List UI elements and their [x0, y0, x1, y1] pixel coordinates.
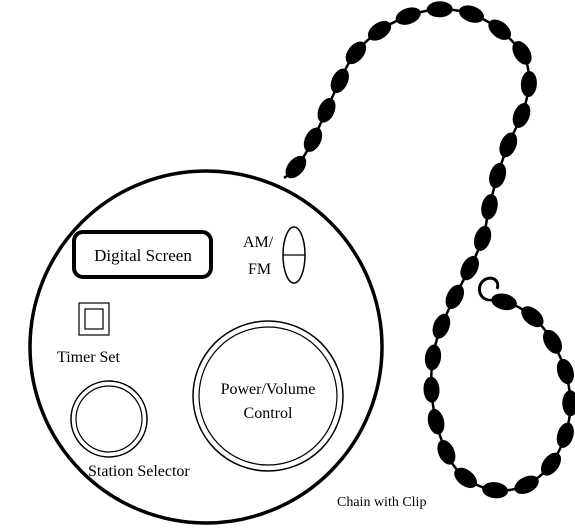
chain-link	[543, 329, 562, 354]
chain-link	[491, 293, 517, 311]
chain-link	[460, 255, 479, 281]
chain-link	[423, 376, 440, 403]
chain-link	[445, 284, 465, 309]
chain-link	[427, 408, 445, 435]
chain-link	[345, 41, 367, 65]
chain-link	[512, 41, 532, 65]
station-selector-knob-inner	[75, 385, 143, 453]
chain-link	[437, 439, 456, 465]
chain-link	[481, 193, 498, 220]
station-selector-label: Station Selector	[88, 463, 190, 480]
power-volume-label-line1: Power/Volume	[221, 381, 316, 398]
chain-link	[540, 452, 562, 476]
am-label: AM/	[243, 234, 274, 251]
chain-link	[556, 358, 574, 385]
chain-link	[330, 68, 349, 94]
chain-link	[426, 1, 453, 18]
timer-set-label: Timer Set	[57, 349, 121, 366]
chain-link	[514, 475, 539, 494]
digital-screen	[72, 230, 213, 279]
chain-link	[488, 19, 512, 40]
chain-link	[556, 422, 574, 448]
power-volume-label-line2: Control	[244, 405, 293, 422]
digital-screen-label: Digital Screen	[94, 246, 192, 265]
chain-link	[424, 344, 442, 371]
chain-link	[285, 155, 307, 179]
clip-hook	[478, 276, 500, 302]
chain-link	[454, 467, 477, 489]
power-volume-knob-inner	[198, 326, 338, 466]
chain-link	[489, 162, 507, 189]
chain-link	[367, 20, 392, 41]
chain-link	[512, 102, 531, 128]
chain-link	[562, 390, 575, 417]
timer-set-button-inner	[84, 308, 104, 330]
chain-link	[458, 5, 485, 23]
chain	[283, 1, 575, 499]
chain-link	[499, 132, 518, 158]
chain-label: Chain with Clip	[337, 495, 426, 510]
chain-link	[521, 306, 544, 328]
chain-link	[303, 127, 323, 152]
chain-link	[395, 7, 421, 25]
chain-link	[482, 482, 509, 499]
chain-link	[432, 313, 451, 339]
chain-links	[285, 1, 575, 499]
chain-link	[317, 97, 336, 123]
fm-label: FM	[248, 261, 271, 278]
radio-body	[28, 169, 384, 525]
chain-link	[473, 225, 492, 251]
chain-link	[520, 71, 537, 97]
